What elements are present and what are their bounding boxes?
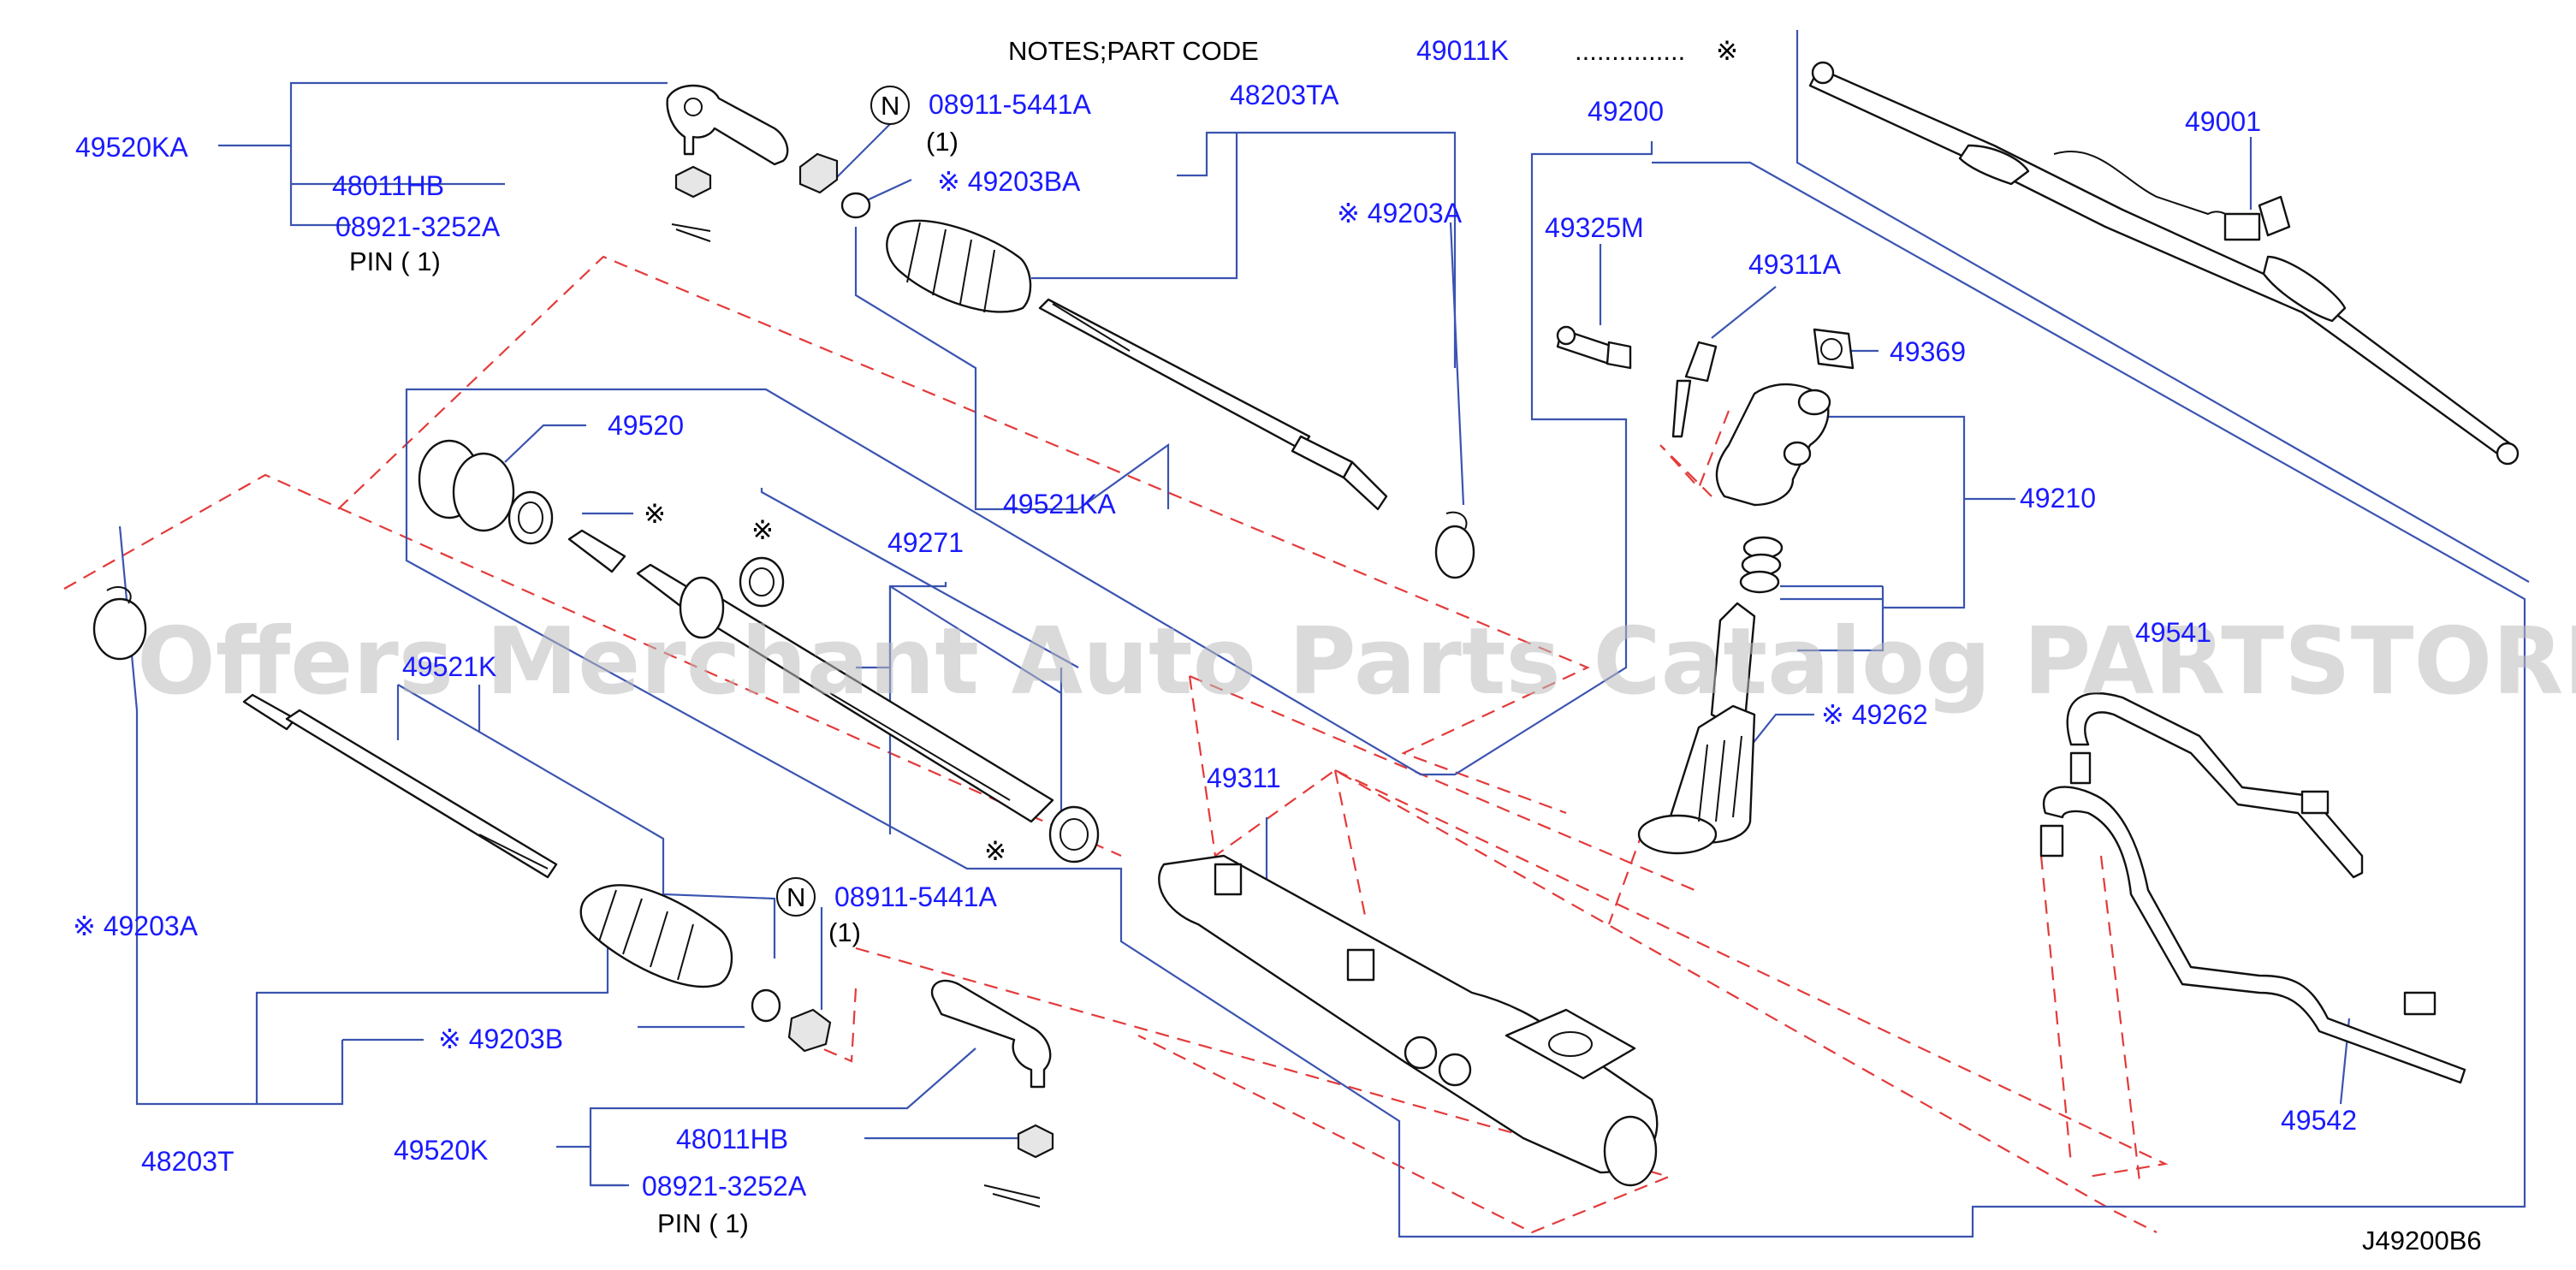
label-49200[interactable]: 49200	[1588, 96, 1664, 127]
label-49210[interactable]: 49210	[2020, 483, 2096, 513]
label-49521K[interactable]: 49521K	[402, 651, 496, 682]
mark-bush: ※	[984, 836, 1006, 866]
label-49520KA[interactable]: 49520KA	[75, 132, 188, 163]
part-labels: 49520KA 48011HB 08921-3252A PIN ( 1) 089…	[73, 80, 2482, 1255]
bolt-49311A[interactable]	[1671, 341, 1718, 438]
pinion-shaft[interactable]	[1637, 602, 1756, 855]
tie-rod-end-lower[interactable]	[930, 979, 1052, 1089]
notes-heading: NOTES;PART CODE	[1008, 36, 1259, 66]
label-08911-top[interactable]: 08911-5441A	[929, 89, 1091, 120]
label-49325M[interactable]: 49325M	[1545, 212, 1644, 243]
n-circle-bottom: N	[776, 877, 816, 917]
label-qty-top: (1)	[926, 127, 959, 157]
notes-dots: ...............	[1575, 36, 1685, 66]
label-48011HB-top[interactable]: 48011HB	[332, 170, 444, 201]
clip-49203B[interactable]	[751, 988, 781, 1023]
label-08921-top[interactable]: 08921-3252A	[335, 211, 501, 242]
notes: NOTES;PART CODE 49011K ............... ※	[1008, 35, 1738, 66]
svg-text:N: N	[881, 91, 899, 121]
rack-housing-49311[interactable]	[1158, 854, 1659, 1187]
bolt-49325M[interactable]	[1556, 325, 1632, 370]
cotter-pin-upper[interactable]	[671, 223, 711, 242]
rack-assembly-49001[interactable]	[1808, 61, 2520, 466]
notes-code[interactable]: 49011K	[1416, 35, 1509, 66]
dashed-envelopes	[63, 255, 2169, 1234]
ring-49271[interactable]	[739, 556, 785, 608]
label-48203T[interactable]: 48203T	[141, 1146, 234, 1177]
seal-bush-bottom[interactable]	[1048, 805, 1100, 863]
seal-49520[interactable]	[507, 490, 554, 545]
label-49541[interactable]: 49541	[2135, 617, 2211, 648]
lock-nut-upper[interactable]	[798, 152, 839, 194]
rack-bushing[interactable]	[567, 529, 695, 608]
label-49203BA[interactable]: ※ 49203BA	[937, 166, 1081, 197]
cotter-pin-lower[interactable]	[983, 1184, 1041, 1208]
gasket-49369[interactable]	[1813, 328, 1855, 370]
label-pin-top: PIN ( 1)	[349, 246, 441, 276]
seal-rings-49210[interactable]	[1739, 536, 1784, 594]
inner-tie-rod-lower[interactable]	[242, 693, 558, 879]
boot-lower[interactable]	[579, 884, 733, 988]
label-49520[interactable]: 49520	[608, 410, 684, 441]
clamp-49203A-top[interactable]	[1434, 511, 1475, 579]
lock-nut-lower[interactable]	[787, 1008, 832, 1053]
label-49521KA[interactable]: 49521KA	[1003, 489, 1116, 519]
label-49262[interactable]: ※ 49262	[1821, 699, 1928, 730]
svg-text:N: N	[786, 882, 805, 912]
clip-49203BA[interactable]	[840, 192, 871, 219]
label-48011HB-bottom[interactable]: 48011HB	[676, 1124, 788, 1154]
label-49203B[interactable]: ※ 49203B	[438, 1024, 563, 1054]
label-48203TA[interactable]: 48203TA	[1230, 80, 1339, 110]
clamp-49203A-left[interactable]	[92, 586, 147, 661]
inner-tie-rod-upper[interactable]	[1038, 298, 1388, 511]
label-49271[interactable]: 49271	[887, 527, 964, 558]
mark-ring: ※	[751, 515, 774, 545]
label-49311A[interactable]: 49311A	[1748, 249, 1842, 280]
n-circle-top: N	[870, 86, 910, 125]
nut-upper[interactable]	[674, 165, 712, 199]
label-49520K[interactable]: 49520K	[394, 1135, 488, 1166]
rack-49271[interactable]	[679, 576, 1054, 823]
diagram-code: J49200B6	[2362, 1225, 2482, 1255]
notes-mark: ※	[1716, 36, 1738, 66]
pipe-49542[interactable]	[2039, 786, 2466, 1084]
bushing-49520[interactable]	[418, 439, 515, 532]
label-49203A-top[interactable]: ※ 49203A	[1337, 198, 1463, 228]
boot-upper[interactable]	[886, 219, 1032, 313]
valve-housing-49210[interactable]	[1715, 383, 1831, 507]
label-qty-bottom: (1)	[828, 917, 861, 947]
label-08911-bottom[interactable]: 08911-5441A	[834, 881, 997, 912]
label-49001[interactable]: 49001	[2185, 106, 2261, 137]
label-49542[interactable]: 49542	[2281, 1105, 2357, 1136]
label-08921-bottom[interactable]: 08921-3252A	[642, 1171, 807, 1202]
part-tie-rod-end-upper[interactable]	[666, 84, 789, 166]
label-pin-bottom: PIN ( 1)	[657, 1208, 749, 1238]
mark-seal: ※	[644, 499, 666, 529]
label-49369[interactable]: 49369	[1890, 336, 1966, 367]
watermark: Offers Merchant Auto Parts Catalog PARTS…	[137, 608, 2576, 715]
pipe-49541[interactable]	[2066, 692, 2364, 879]
label-49311[interactable]: 49311	[1207, 763, 1281, 793]
label-49203A-left[interactable]: ※ 49203A	[73, 911, 199, 941]
nut-lower[interactable]	[1017, 1124, 1054, 1159]
